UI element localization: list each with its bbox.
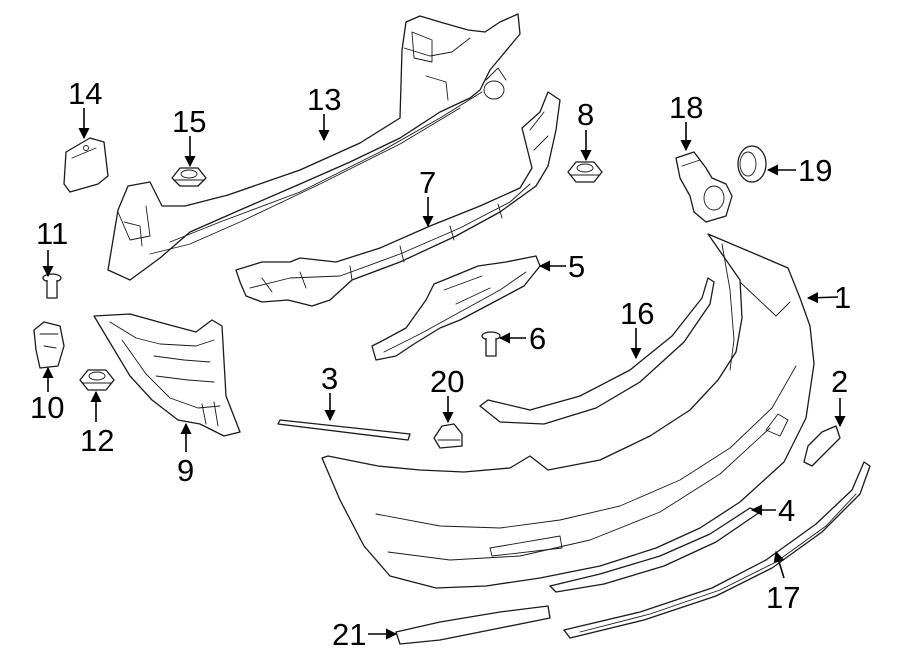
callout-16: 16 [620,296,654,331]
callout-2: 2 [831,364,848,399]
callout-11: 11 [36,216,68,251]
part-10-clip [33,321,65,369]
part-11-bolt [42,273,62,299]
callout-19: 19 [798,153,832,188]
callout-4: 4 [778,493,795,528]
part-12-nut [79,369,115,391]
callout-10: 10 [30,390,64,425]
callout-5: 5 [568,249,585,284]
callout-3: 3 [321,361,338,396]
leader-17 [773,550,785,579]
part-16-upper-trim [479,277,715,425]
part-3-trim-strip [277,419,411,441]
part-1-bumper-cover [321,233,815,589]
part-5-bracket [371,255,541,361]
callout-17: 17 [766,580,800,615]
part-2-side-bracket [803,425,841,467]
part-20-grommet [433,423,463,449]
callout-labels: 1 2 3 4 5 6 7 8 9 10 11 12 13 14 15 16 1… [30,76,851,652]
part-18-sensor [675,151,733,223]
callout-9: 9 [177,453,194,488]
callout-15: 15 [172,104,206,139]
part-17-diffuser-strip [563,461,871,639]
part-13-reinforcement-bar [107,13,521,281]
callout-21: 21 [332,617,366,652]
callout-leader-lines [42,108,846,640]
leader-1 [806,292,839,304]
part-7-energy-absorber [235,91,561,307]
callout-20: 20 [430,364,464,399]
callout-13: 13 [307,82,341,117]
callout-18: 18 [669,90,703,125]
part-21-trim [395,605,551,645]
callout-12: 12 [80,423,114,458]
part-6-bolt [481,331,501,357]
part-15-nut [171,167,207,187]
part-19-grommet-ring [737,145,767,183]
callout-6: 6 [529,321,546,356]
part-9-side-bracket [93,313,241,437]
part-8-nut [567,161,603,183]
callout-8: 8 [577,97,594,132]
part-14-cover-plate [63,137,109,193]
callout-7: 7 [419,165,436,200]
callout-1: 1 [834,280,851,315]
callout-14: 14 [68,76,102,111]
